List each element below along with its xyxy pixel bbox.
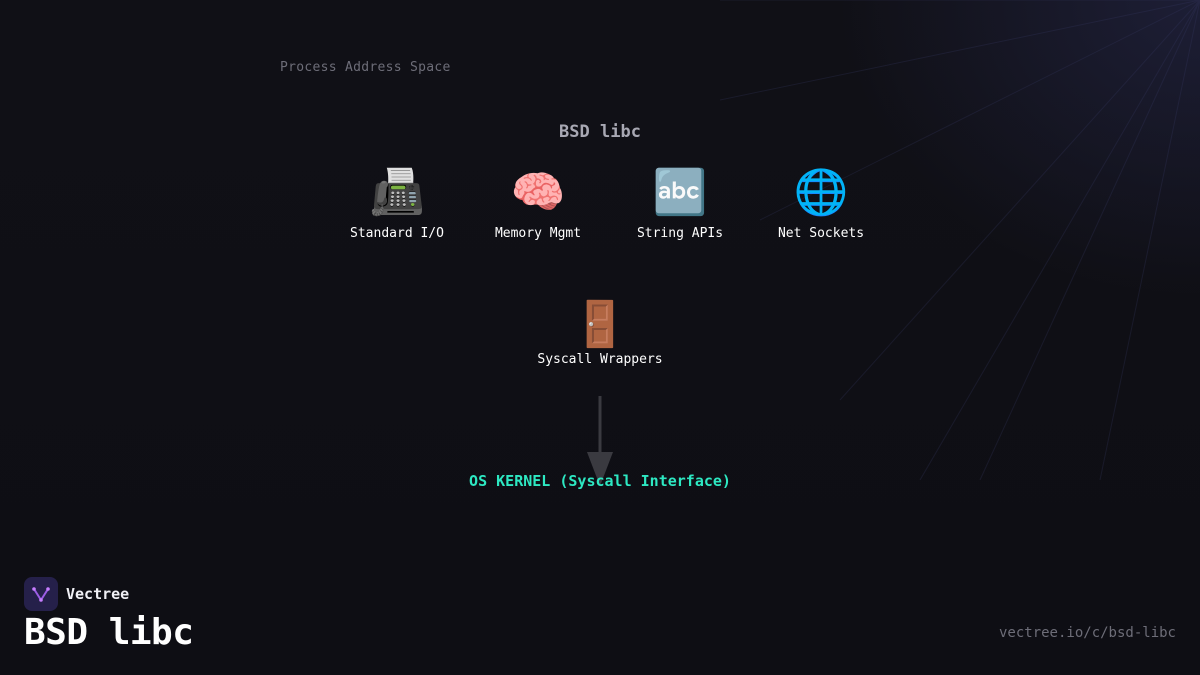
vectree-logo-icon [24, 577, 58, 611]
brain-icon: 🧠 [510, 167, 566, 218]
syscall-arrow [587, 396, 613, 486]
source-url[interactable]: vectree.io/c/bsd-libc [998, 625, 1176, 641]
fax-machine-icon: 📠 [369, 167, 425, 218]
os-kernel-label: OS KERNEL (Syscall Interface) [469, 472, 731, 490]
node-label: String APIs [636, 226, 724, 241]
door-icon: 🚪 [572, 299, 628, 350]
brand-name: Vectree [66, 585, 130, 603]
node-label: Net Sockets [777, 226, 865, 241]
node-memory-mgmt: 🧠 Memory Mgmt [468, 167, 608, 242]
node-string-apis: 🔤 String APIs [610, 167, 750, 242]
node-label: Standard I/O [350, 226, 444, 241]
brand: Vectree [24, 577, 129, 611]
node-label: Syscall Wrappers [537, 352, 663, 367]
node-syscall-wrappers: 🚪 Syscall Wrappers [530, 299, 670, 368]
globe-icon: 🌐 [793, 167, 849, 218]
process-address-space-label: Process Address Space [280, 60, 451, 75]
background-rays [720, 0, 1200, 480]
node-net-sockets: 🌐 Net Sockets [751, 167, 891, 242]
page-title: BSD libc [24, 612, 194, 653]
node-standard-io: 📠 Standard I/O [327, 167, 467, 242]
node-label: Memory Mgmt [494, 226, 582, 241]
bsd-libc-group-title: BSD libc [559, 122, 641, 142]
abc-letters-icon: 🔤 [652, 167, 708, 218]
